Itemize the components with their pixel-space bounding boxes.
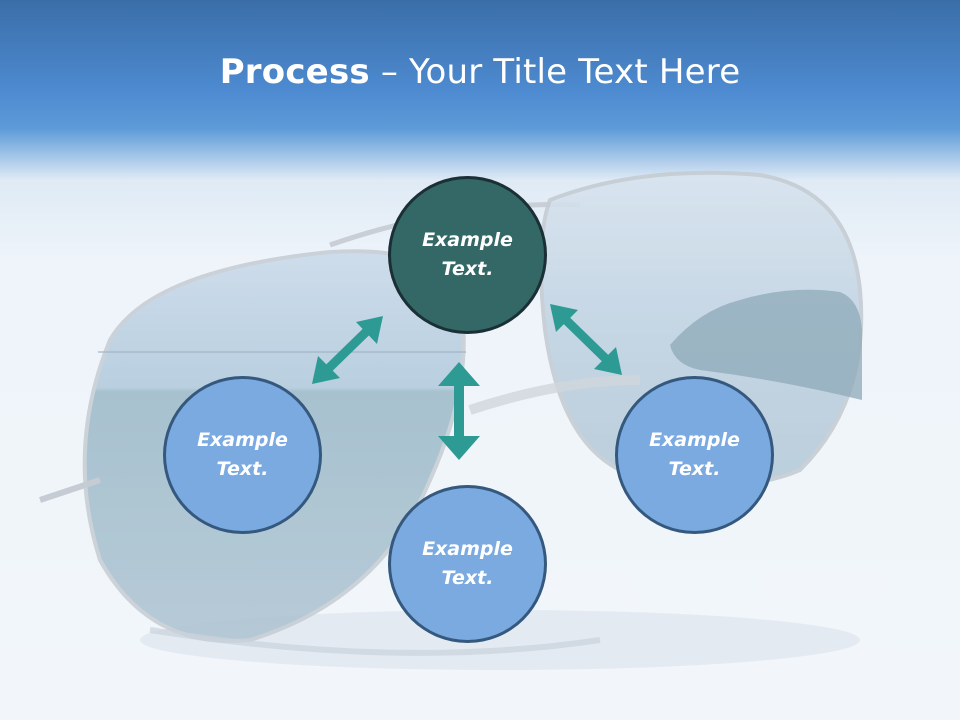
node-left-label: Example Text. (197, 429, 288, 480)
title-rest: – Your Title Text Here (369, 52, 741, 92)
node-right-label: Example Text. (649, 429, 740, 480)
node-bottom-label: Example Text. (422, 538, 513, 589)
node-top-label: Example Text. (422, 229, 513, 280)
process-node-bottom[interactable]: Example Text. (388, 485, 547, 643)
slide-title: Process – Your Title Text Here (0, 52, 960, 92)
arrow-vertical (438, 362, 480, 460)
process-node-left[interactable]: Example Text. (163, 376, 322, 534)
title-bold: Process (219, 52, 370, 92)
arrow-top-left (312, 316, 383, 384)
process-node-right[interactable]: Example Text. (615, 376, 774, 534)
arrow-top-right (550, 304, 622, 375)
process-node-top[interactable]: Example Text. (388, 176, 547, 334)
